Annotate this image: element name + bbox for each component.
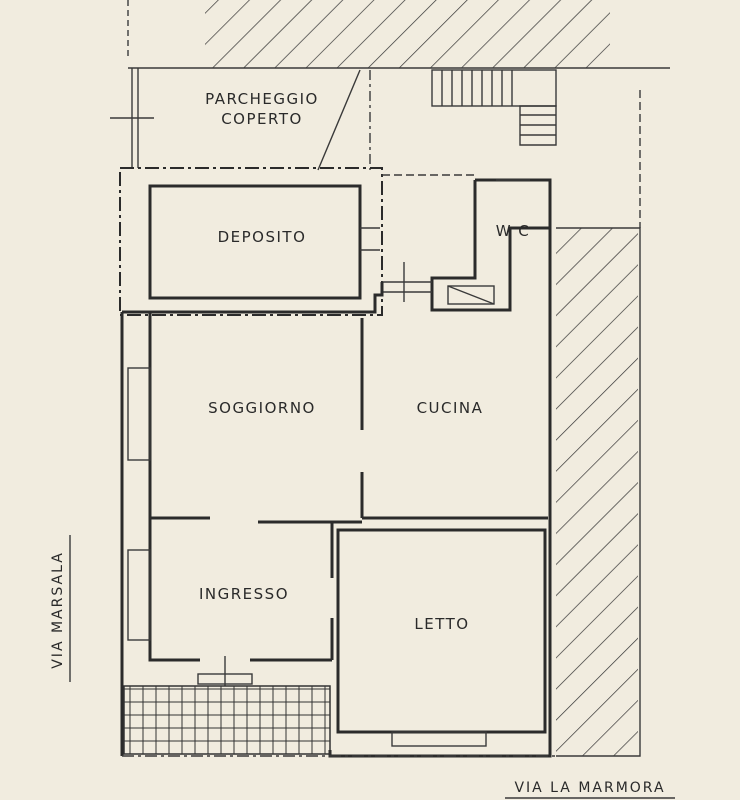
- window-living: [127, 367, 151, 461]
- storage-wall: [148, 184, 362, 300]
- neighbor-building-top: [205, 0, 610, 68]
- label-kitchen: CUCINA: [417, 399, 484, 417]
- label-parking-line2: COPERTO: [221, 110, 303, 128]
- stairs: [431, 69, 557, 146]
- label-street-west: VIA MARSALA: [50, 551, 66, 669]
- street-west-group: VIA MARSALA: [50, 551, 66, 669]
- neighbor-building-right: [556, 228, 638, 756]
- window-entrance: [127, 549, 151, 641]
- window-bedroom: [391, 731, 487, 747]
- label-living: SOGGIORNO: [208, 399, 316, 417]
- label-storage: DEPOSITO: [218, 228, 307, 246]
- bedroom-wall: [336, 528, 547, 734]
- label-entrance: INGRESSO: [199, 585, 289, 603]
- wc-fixture: [447, 285, 495, 305]
- label-street-south: VIA LA MARMORA: [514, 780, 665, 796]
- label-parking-line1: PARCHEGGIO: [205, 90, 319, 108]
- house-outer-wall: [148, 226, 552, 758]
- tiled-terrace: [123, 685, 331, 755]
- label-bedroom: LETTO: [414, 615, 469, 633]
- boundary-diagonal: [317, 69, 361, 171]
- wc-wall: [475, 178, 552, 228]
- neighbor-outline-right: [556, 227, 641, 757]
- label-wc: W C: [496, 222, 531, 240]
- storage-boundary: [119, 167, 383, 316]
